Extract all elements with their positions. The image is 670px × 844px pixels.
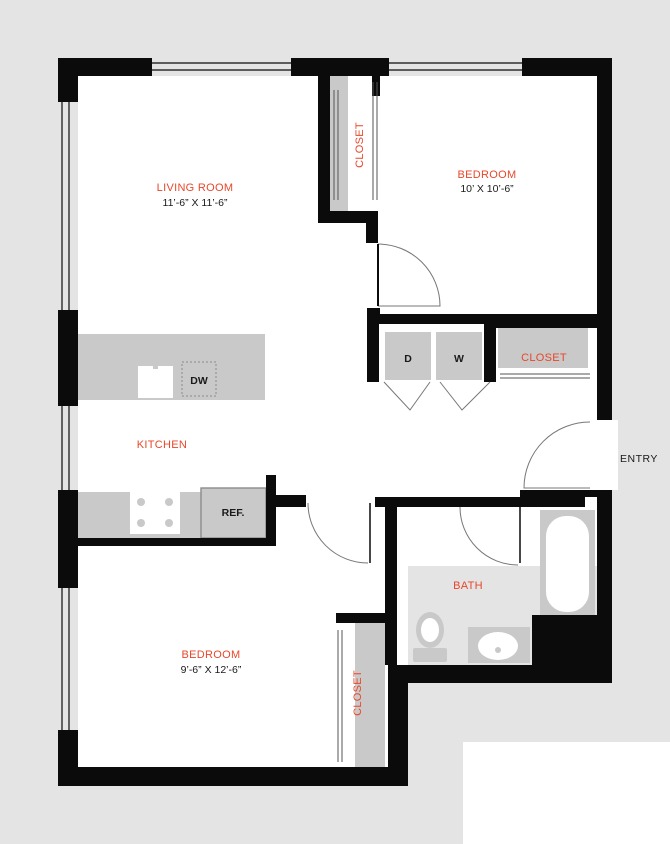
dishwasher-outline <box>181 361 217 397</box>
bedroom-top-size: 10’ X 10’-6” <box>460 183 514 195</box>
entry-label: ENTRY <box>620 453 658 465</box>
bedroom-top-label: BEDROOM <box>458 169 517 181</box>
closet-bottom-shelf <box>355 622 385 767</box>
burners <box>137 498 173 527</box>
dishwasher-label: DW <box>190 375 208 387</box>
kitchen-label: KITCHEN <box>137 439 187 451</box>
toilet-icon <box>413 612 447 662</box>
closet-bottom-label: CLOSET <box>352 670 364 716</box>
walls <box>58 58 612 786</box>
dryer-box <box>385 332 431 380</box>
living-room-size: 11’-6” X 11’-6” <box>163 197 228 209</box>
bedroom-bottom-door <box>307 502 369 564</box>
bedroom-bottom-label: BEDROOM <box>182 649 241 661</box>
closet-top-label: CLOSET <box>354 122 366 168</box>
cooktop <box>130 491 180 534</box>
appliance-details <box>130 366 589 660</box>
closet-doors <box>333 82 590 762</box>
closet-hall-label: CLOSET <box>521 352 567 364</box>
washer-box <box>436 332 482 380</box>
vanity-basin <box>478 632 518 660</box>
sink-basin <box>138 366 173 398</box>
entry-door <box>523 421 591 489</box>
kitchen-island-counter <box>78 334 265 362</box>
bedroom-top-door <box>377 243 441 307</box>
refrigerator-label: REF. <box>222 507 245 519</box>
exterior-notch <box>463 742 670 844</box>
dryer-label: D <box>404 353 412 365</box>
washer-label: W <box>454 353 464 365</box>
bedroom-bottom-size: 9’-6” X 12’-6” <box>181 664 242 676</box>
laundry-doors <box>383 381 491 411</box>
faucets <box>153 360 501 653</box>
refrigerator-box <box>200 487 267 539</box>
closet-hall-shelf <box>498 328 588 368</box>
living-room-label: LIVING ROOM <box>157 182 234 194</box>
door-swings <box>307 243 591 566</box>
windows <box>61 62 522 730</box>
bathtub-basin <box>546 516 589 612</box>
bath-door <box>459 506 519 566</box>
bath-label: BATH <box>453 580 483 592</box>
